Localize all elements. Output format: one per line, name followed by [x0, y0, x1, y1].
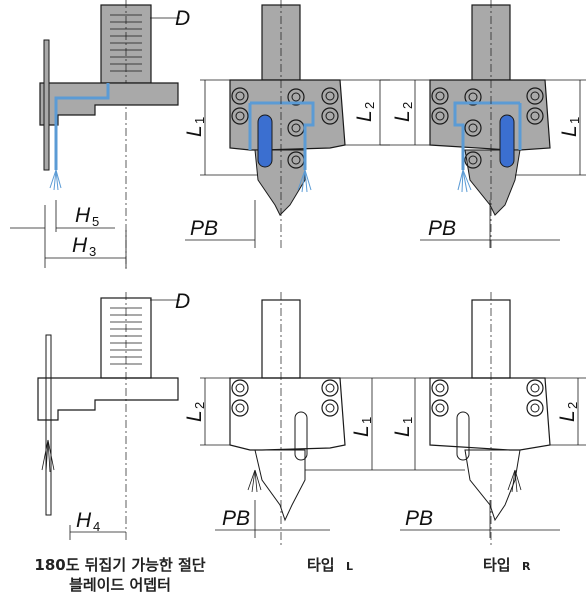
dim-l1-type-r-bottom: L — [391, 425, 414, 437]
dim-l1-sub-type-r-bottom: 1 — [400, 417, 415, 424]
dim-l2-type-r: L — [391, 110, 414, 122]
dim-pb-type-r-top: PB — [428, 217, 456, 240]
dim-h3-sub: 3 — [89, 244, 96, 259]
dim-l2-type-r-bottom: L — [556, 410, 579, 422]
dim-h4-label: H — [76, 509, 92, 532]
dim-l2-type-l: L — [353, 110, 376, 122]
dim-l2-type-l-bottom: L — [183, 410, 206, 422]
caption-type-l-suffix: L — [346, 560, 353, 573]
adapter-bottom-view — [37, 292, 180, 540]
adapter-top-view — [10, 0, 180, 270]
dim-h5-sub: 5 — [92, 214, 99, 229]
dim-l2-sub-type-l-bottom: 2 — [192, 402, 207, 409]
caption-left-line2: 블레이드 어뎁터 — [69, 576, 171, 594]
type-l-bottom-view — [200, 292, 380, 545]
dim-l1-sub-type-l: 1 — [192, 117, 207, 124]
dim-l1-sub-type-l-bottom: 1 — [359, 417, 374, 424]
dim-l1-type-l: L — [183, 125, 206, 137]
dim-h4-sub: 4 — [93, 519, 100, 534]
type-r-bottom-view — [380, 292, 586, 545]
dim-pb-type-r-bottom: PB — [405, 507, 433, 530]
dim-h5-label: H — [75, 204, 91, 227]
dim-h3-label: H — [72, 234, 88, 257]
dim-l2-sub-type-r-bottom: 2 — [565, 402, 580, 409]
type-r-top-view — [380, 0, 586, 250]
dim-l1-type-l-bottom: L — [350, 425, 373, 437]
type-l-top-view — [185, 0, 390, 250]
caption-left-line1: 180도 뒤집기 가능한 절단 — [34, 556, 205, 574]
dim-l1-type-r: L — [558, 125, 581, 137]
caption-type-l: 타입 — [307, 556, 335, 574]
caption-type-r-suffix: R — [522, 560, 531, 573]
dim-l2-sub-type-l: 2 — [362, 102, 377, 109]
dim-pb-type-l-top: PB — [190, 217, 218, 240]
caption-type-r: 타입 — [483, 556, 511, 574]
dim-pb-type-l-bottom: PB — [222, 507, 250, 530]
dim-l1-sub-type-r: 1 — [567, 117, 582, 124]
dim-d-top: D — [175, 7, 190, 30]
dim-d-bottom: D — [175, 290, 190, 313]
dim-l2-sub-type-r: 2 — [400, 102, 415, 109]
